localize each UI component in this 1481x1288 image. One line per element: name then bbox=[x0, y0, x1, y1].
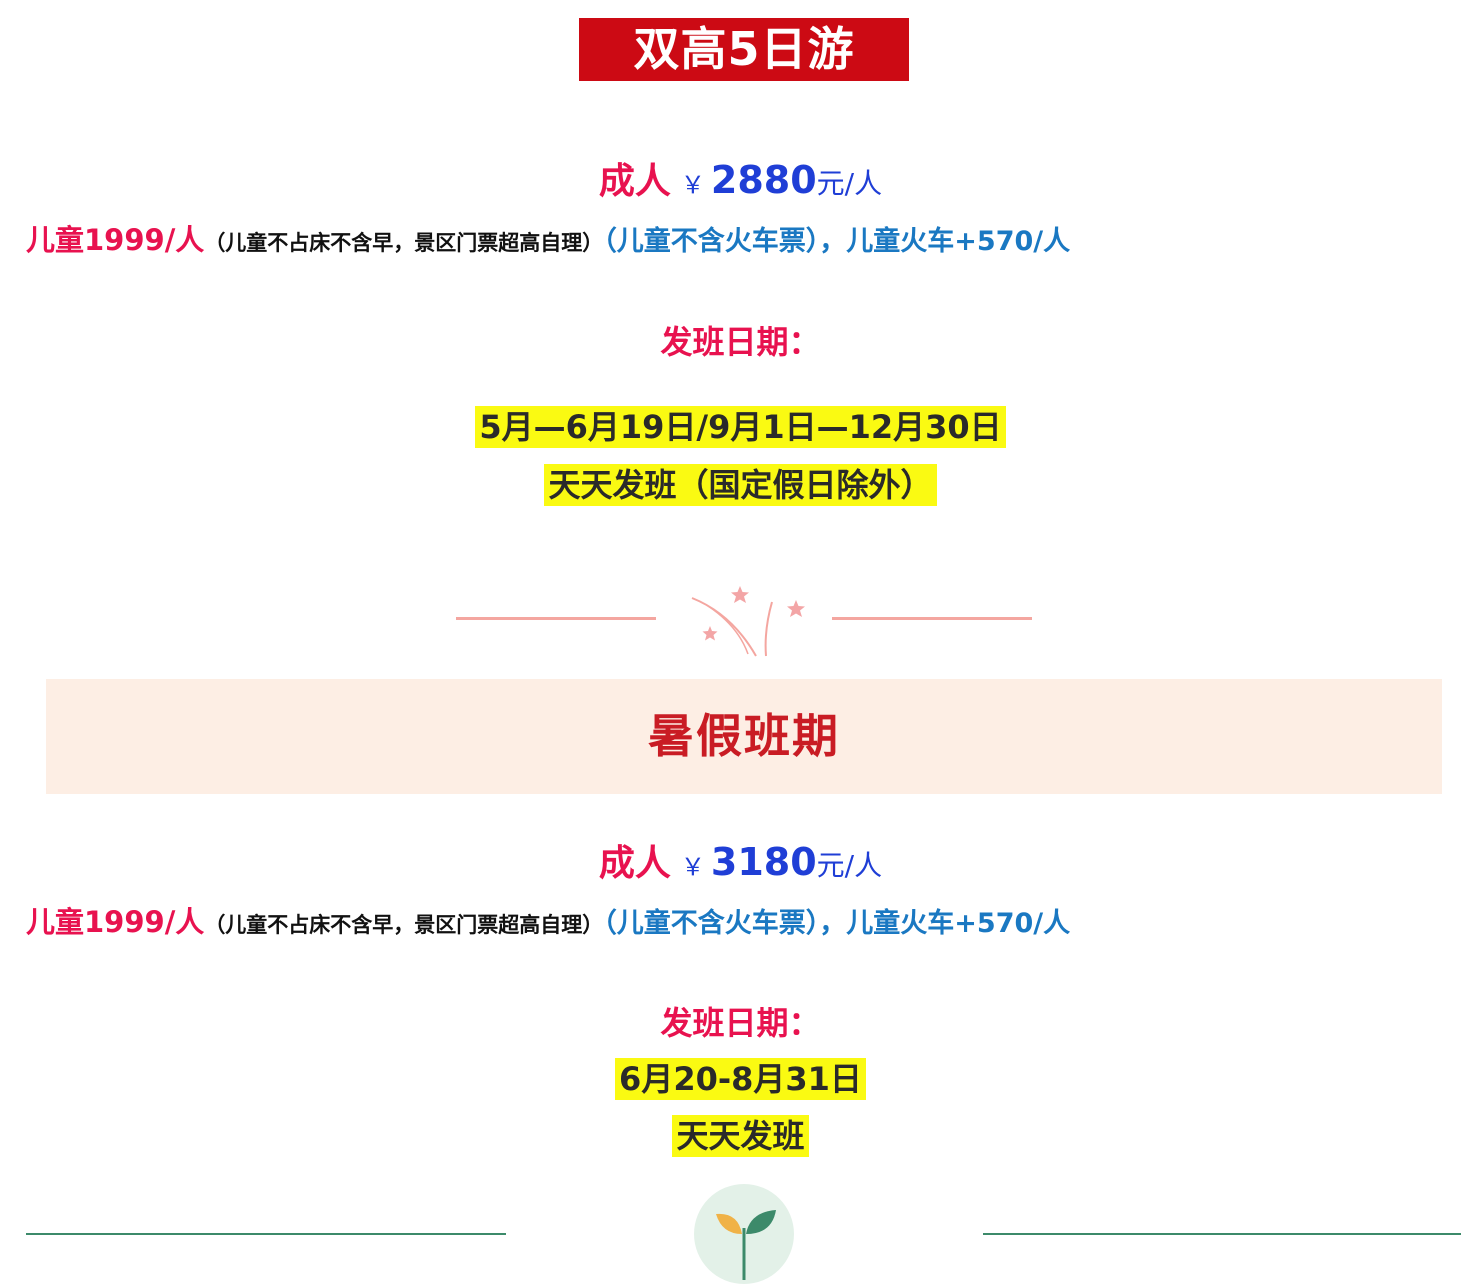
dates-heading: 发班日期： bbox=[660, 323, 821, 361]
fireworks-icon bbox=[691, 586, 805, 657]
page-title: 双高5日游 bbox=[579, 18, 909, 81]
dates-frequency-summer: 天天发班 bbox=[0, 1115, 1481, 1157]
adult-price-line: 成人 ￥2880元/人 bbox=[0, 154, 1481, 214]
child-price-line: 儿童1999/人（儿童不占床不含早，景区门票超高自理）（儿童不含火车票），儿童火… bbox=[26, 220, 1070, 265]
adult-price: 2880 bbox=[710, 158, 817, 202]
dates-range-summer: 6月20-8月31日 bbox=[0, 1058, 1481, 1100]
footer-line-left bbox=[26, 1233, 506, 1235]
child-train-note: （儿童不含火车票），儿童火车+570/人 bbox=[603, 226, 1071, 257]
footer-line-right bbox=[983, 1233, 1461, 1235]
adult-label: 成人 bbox=[598, 161, 671, 202]
sprout-icon bbox=[716, 1210, 776, 1280]
dates-heading-summer: 发班日期： bbox=[660, 1004, 821, 1042]
dates-frequency-text: 天天发班（国定假日除外） bbox=[544, 464, 937, 506]
child-note: （儿童不占床不含早，景区门票超高自理） bbox=[204, 913, 604, 937]
divider-line-left bbox=[456, 617, 656, 620]
adult-price-line-summer: 成人 ￥3180元/人 bbox=[0, 836, 1481, 896]
dates-range-text: 5月—6月19日/9月1日—12月30日 bbox=[475, 406, 1006, 448]
divider-line-right bbox=[832, 617, 1032, 620]
dates-range-text: 6月20-8月31日 bbox=[615, 1058, 866, 1100]
price-unit: 元/人 bbox=[816, 167, 883, 200]
dates-frequency: 天天发班（国定假日除外） bbox=[0, 464, 1481, 506]
child-price: 儿童1999/人 bbox=[26, 905, 205, 939]
currency-symbol: ￥ bbox=[680, 853, 705, 881]
price-unit: 元/人 bbox=[816, 849, 883, 882]
dates-range: 5月—6月19日/9月1日—12月30日 bbox=[0, 406, 1481, 448]
adult-label: 成人 bbox=[598, 843, 671, 884]
dates-frequency-text: 天天发班 bbox=[672, 1115, 809, 1157]
child-train-note: （儿童不含火车票），儿童火车+570/人 bbox=[603, 908, 1071, 939]
summer-section-heading: 暑假班期 bbox=[46, 679, 1442, 794]
child-price: 儿童1999/人 bbox=[26, 223, 205, 257]
currency-symbol: ￥ bbox=[680, 171, 705, 199]
child-note: （儿童不占床不含早，景区门票超高自理） bbox=[204, 231, 604, 255]
adult-price: 3180 bbox=[710, 840, 817, 884]
sprout-badge bbox=[694, 1184, 794, 1284]
child-price-line-summer: 儿童1999/人（儿童不占床不含早，景区门票超高自理）（儿童不含火车票），儿童火… bbox=[26, 902, 1070, 947]
